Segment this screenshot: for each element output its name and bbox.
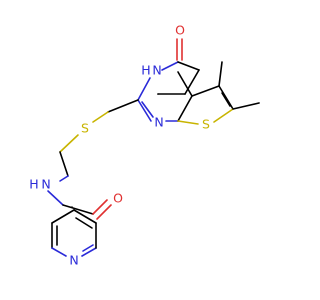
bond-c2-ch2 [107,99,139,113]
bond-n-c6-double [82,244,94,252]
thiophene-ring [177,85,234,125]
bond-amide-c-to-ring [62,204,94,215]
atom-n-pyrimidine: N [154,115,163,130]
bond-c6-s [213,108,234,123]
bond-c2-n1 [137,99,152,122]
bond-ch2-s [92,111,109,123]
bond-c7a-c4a [177,95,193,122]
bond-n-c6 [81,247,97,257]
atom-n-ring-nh: N [152,63,161,78]
bond-c4-link [177,61,200,71]
pyrimidinone-ring [137,61,200,122]
molecule-structure: O H N N S S H N O N [29,23,260,268]
bond-n-c-amide [47,190,64,206]
bond-c6-methyl [232,102,260,110]
bond-ch2-n [59,175,69,182]
bond-c5-methyl [218,61,223,87]
bond-c-o [92,199,108,215]
atom-h-amide: H [29,177,38,192]
atom-o-amide: O [113,191,123,206]
bond-c4-n3 [161,61,179,71]
bond-c2-n [51,247,67,257]
bond-c2-n1-double [141,101,154,118]
bond-c4-c3 [51,209,75,224]
bond-c-o-double [96,204,112,220]
bond-s-ch2 [59,134,79,153]
atom-s-thiophene: S [202,117,210,132]
bond-n3-c2 [137,77,151,101]
bond-c4a-c4 [177,71,193,97]
bond-c5-c4 [73,209,97,224]
pyridine-ring [51,206,97,257]
atom-h-ring: H [141,63,150,78]
bond-c5-c6 [218,85,234,110]
bond-c5-c6-double [221,92,231,107]
atom-n-pyridine: N [69,253,78,268]
thioether-chain [59,99,139,182]
bond-ch2-ch2 [59,151,69,177]
methyl-groups [218,61,260,110]
atom-s-thioether: S [81,121,89,136]
amide-group [47,190,112,220]
carbonyl-group [176,38,183,61]
bond-c5-c4-double [75,217,93,229]
atom-o-carbonyl: O [175,23,185,38]
atom-n-amide: N [41,177,50,192]
bond-s-c7a [177,120,199,125]
bond-c4a-c5 [191,85,220,97]
bond-c4-c4a [184,69,200,95]
